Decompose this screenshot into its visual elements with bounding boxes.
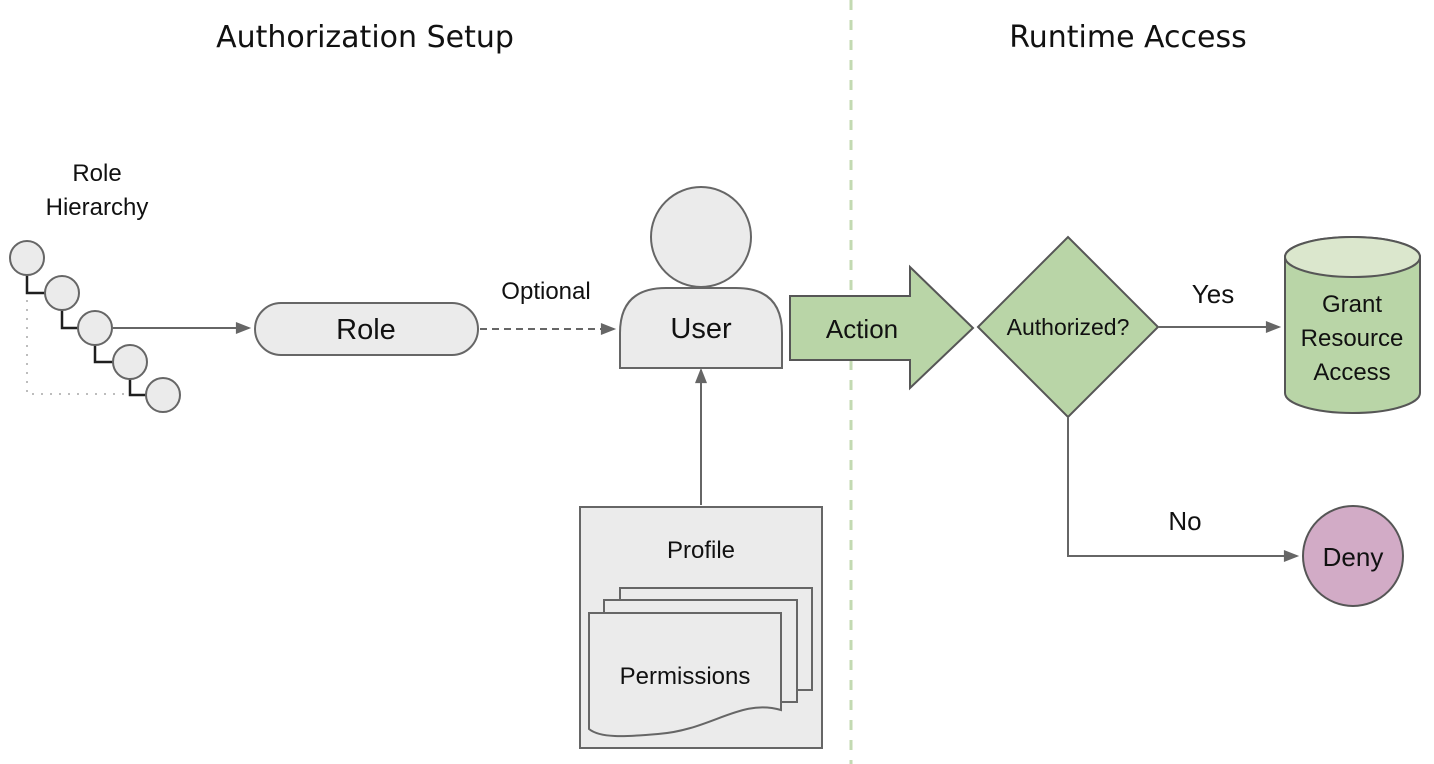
permissions-document [588,612,782,738]
yes-edge-label: Yes [1192,279,1234,309]
left-section-title: Authorization Setup [216,20,514,55]
hierarchy-node-circle [9,240,45,276]
user-icon-body [619,287,783,369]
grant-resource-node-top [1284,236,1421,278]
edge-no [1067,417,1300,562]
grant-label-line3: Access [1313,359,1390,386]
right-section-title: Runtime Access [1009,20,1247,55]
hierarchy-node-circle [112,344,148,380]
role-node-label: Role [336,314,396,346]
hierarchy-connector [128,379,146,397]
authorized-decision-label: Authorized? [1007,314,1130,340]
user-node-label: User [670,313,732,345]
hierarchy-node-circle [77,310,113,346]
user-icon-head [650,186,752,288]
grant-label-line2: Resource [1301,325,1404,352]
role-hierarchy-dotted-guide [26,300,130,395]
action-arrow-label: Action [826,314,898,344]
grant-label-line1: Grant [1322,291,1382,318]
role-node [254,302,479,356]
hierarchy-node-circle [44,275,80,311]
permissions-document-label: Permissions [620,663,751,690]
deny-node [1302,505,1404,607]
hierarchy-connector [25,275,45,295]
hierarchy-connector [93,345,113,364]
optional-edge-label: Optional [501,278,590,305]
role-hierarchy-label-line2: Hierarchy [46,194,149,221]
role-hierarchy-label-line1: Role [72,160,121,187]
action-arrow [789,264,975,391]
deny-node-label: Deny [1323,542,1384,572]
hierarchy-connector [60,310,78,330]
profile-node-label: Profile [667,537,735,564]
no-edge-label: No [1168,506,1201,536]
hierarchy-node-circle [145,377,181,413]
